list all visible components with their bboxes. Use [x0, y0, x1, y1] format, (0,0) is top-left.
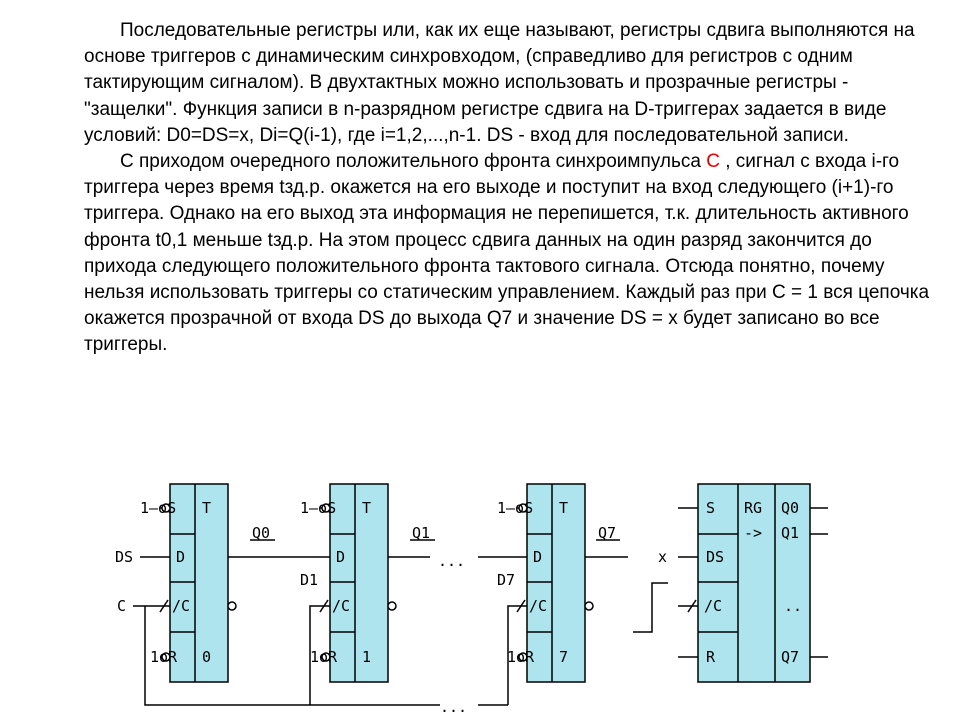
ff0-number-label: 0: [202, 648, 211, 666]
shift-register-diagram: 1–oS T D /C 1oR 0 Q0 1–oS T D /C 1oR 1 Q…: [115, 483, 828, 716]
reg-shift-arrow-label: ->: [744, 524, 762, 542]
ds-input-label: DS: [115, 548, 133, 566]
ff0-d-label: D: [176, 548, 185, 566]
ff1-d-label: D: [336, 548, 345, 566]
paragraph-2-end: , сигнал с входа i-го триггера через вре…: [84, 151, 930, 356]
reg-q1-label: Q1: [781, 524, 799, 542]
ff0-reset-label: 1oR: [150, 648, 178, 666]
ff7-clock-label: /C: [529, 597, 547, 615]
reg-dots-label: ..: [784, 597, 802, 615]
reg-clock-label: /C: [704, 597, 722, 615]
ff1-type-label: T: [362, 499, 371, 517]
ff7-reset-label: 1oR: [507, 648, 535, 666]
reg-reset-label: R: [706, 648, 716, 666]
chain-ellipsis: ...: [438, 552, 465, 570]
text-block: Последовательные регистры или, как их ещ…: [84, 18, 946, 359]
ff7-number-label: 7: [559, 648, 568, 666]
ff1-clock-label: /C: [332, 597, 350, 615]
flip-flop-0-box: [169, 483, 229, 683]
flip-flop-1-box: [329, 483, 389, 683]
reg-rg-label: RG: [744, 499, 762, 517]
ff1-reset-label: 1oR: [310, 648, 338, 666]
flip-flop-7-box: [526, 483, 586, 683]
ff0-type-label: T: [202, 499, 211, 517]
register-box: [697, 483, 811, 683]
paragraph-2-start: С приходом очередного положительного фро…: [120, 151, 707, 173]
clock-input-label: C: [117, 597, 126, 615]
ff1-output-label: Q1: [412, 524, 430, 542]
ff1-number-label: 1: [362, 648, 371, 666]
ff7-set-label: 1–oS: [497, 499, 533, 517]
paragraph-1: Последовательные регистры или, как их ещ…: [84, 20, 915, 146]
clock-signal-highlight: С: [706, 151, 720, 173]
paragraph-2: С приходом очередного положительного фро…: [84, 149, 946, 359]
reg-set-label: S: [706, 499, 715, 517]
reg-ds-label: DS: [706, 548, 724, 566]
ff1-set-label: 1–oS: [300, 499, 336, 517]
ff0-clock-label: /C: [172, 597, 190, 615]
reg-q7-label: Q7: [781, 648, 799, 666]
ff0-output-label: Q0: [252, 524, 270, 542]
reg-x-label: x: [658, 548, 667, 566]
ff7-output-label: Q7: [598, 524, 616, 542]
reg-q0-label: Q0: [781, 499, 799, 517]
ff0-set-label: 1–oS: [140, 499, 176, 517]
ff1-input-label: D1: [300, 571, 318, 589]
ff7-input-label: D7: [497, 571, 515, 589]
ff7-d-label: D: [533, 548, 542, 566]
clock-bus-ellipsis: ...: [440, 698, 467, 716]
ff7-type-label: T: [559, 499, 568, 517]
